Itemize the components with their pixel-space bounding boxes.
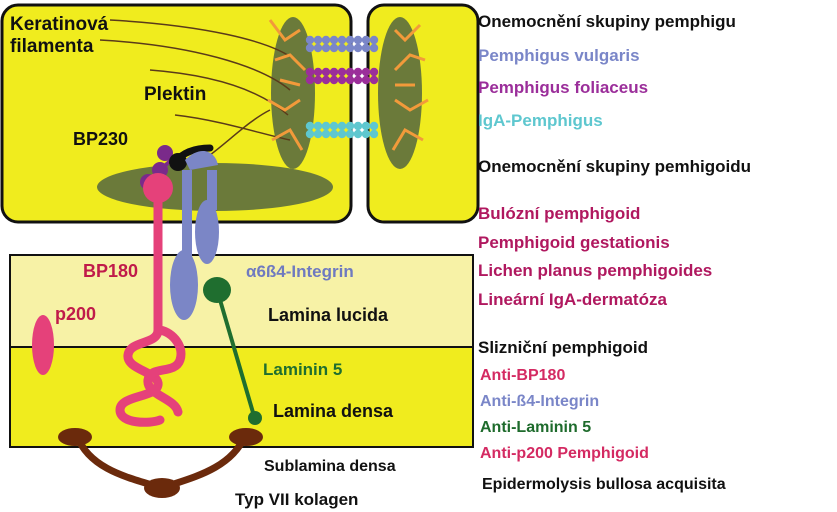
bp180-label: BP180 — [83, 261, 138, 281]
cadherin-dot — [338, 36, 346, 44]
cadherin-dot — [322, 76, 330, 84]
cadherin-dot — [354, 130, 362, 138]
cadherin-dot — [330, 44, 338, 52]
cadherin-dot — [330, 122, 338, 130]
legend-item-bulozni-pemphigoid: Bulózní pemphigoid — [478, 204, 640, 224]
cadherin-dot — [306, 76, 314, 84]
mucous-heading: Slizniční pemphigoid — [478, 338, 648, 358]
p200-label: p200 — [55, 304, 96, 324]
cadherin-dot — [354, 122, 362, 130]
cadherin-dot — [306, 68, 314, 76]
cadherin-dot — [362, 68, 370, 76]
legend-item-anti-p200: Anti-p200 Pemphigoid — [480, 445, 649, 463]
cadherin-dot — [362, 44, 370, 52]
cadherin-dot — [346, 44, 354, 52]
cadherin-dot — [370, 76, 378, 84]
cadherin-dot — [314, 68, 322, 76]
cadherin-dot — [322, 68, 330, 76]
legend-item-pemphigus-vulgaris: Pemphigus vulgaris — [478, 46, 640, 66]
keratin-label-line2: filamenta — [10, 36, 94, 57]
cadherin-dot — [330, 68, 338, 76]
legend-item-anti-bp180: Anti-BP180 — [480, 367, 565, 385]
pemphigus-heading: Onemocnění skupiny pemphigu — [478, 12, 736, 32]
cadherin-dot — [346, 68, 354, 76]
cadherin-dot — [338, 130, 346, 138]
cadherin-dot — [354, 68, 362, 76]
lamina-lucida-label: Lamina lucida — [268, 305, 389, 325]
legend-item-anti-b4-integrin: Anti-ß4-Integrin — [480, 393, 599, 411]
cadherin-dot — [322, 130, 330, 138]
plektin-label: Plektin — [144, 84, 206, 105]
cadherin-dot — [338, 44, 346, 52]
cadherin-dot — [314, 36, 322, 44]
cadherin-dot — [306, 44, 314, 52]
cadherin-dot — [306, 36, 314, 44]
cadherin-dot — [370, 122, 378, 130]
cadherin-dot — [370, 130, 378, 138]
laminin5-label: Laminin 5 — [263, 360, 342, 379]
sublamina-densa-label: Sublamina densa — [264, 458, 396, 475]
cadherin-dot — [362, 76, 370, 84]
cadherin-dot — [354, 36, 362, 44]
cadherin-dot — [314, 76, 322, 84]
cadherin-dot — [346, 36, 354, 44]
cadherin-dot — [338, 122, 346, 130]
cadherin-dot — [322, 44, 330, 52]
legend-item-pemphigoid-gestationis: Pemphigoid gestationis — [478, 233, 670, 253]
cadherin-dot — [314, 130, 322, 138]
cadherin-dot — [330, 36, 338, 44]
legend-item-pemphigus-foliaceus: Pemphigus foliaceus — [478, 78, 648, 98]
cadherin-dot — [362, 36, 370, 44]
keratin-label-line1: Keratinová — [10, 14, 109, 35]
cadherin-dot — [314, 122, 322, 130]
cadherin-dot — [346, 122, 354, 130]
plektin-head — [169, 153, 187, 171]
legend-item-lichen-planus: Lichen planus pemphigoides — [478, 261, 712, 281]
cadherin-dot — [338, 68, 346, 76]
lamina-lucida-zone — [10, 255, 473, 347]
cadherin-dot — [338, 76, 346, 84]
eba-label: Epidermolysis bullosa acquisita — [482, 476, 726, 494]
cadherin-dot — [306, 122, 314, 130]
desmosome-plaque-right — [378, 17, 422, 169]
legend-item-iga-pemphigus: IgA-Pemphigus — [478, 111, 603, 131]
p200-molecule — [32, 315, 54, 375]
cadherin-dot — [306, 130, 314, 138]
cadherin-dot — [370, 36, 378, 44]
cadherin-dot — [370, 68, 378, 76]
cadherin-dot — [330, 76, 338, 84]
integrin-label: α6ß4-Integrin — [246, 262, 354, 281]
cadherin-dot — [346, 76, 354, 84]
legend-item-anti-laminin5: Anti-Laminin 5 — [480, 419, 591, 437]
cadherin-dot — [370, 44, 378, 52]
legend-item-linearni-iga: Lineární IgA-dermatóza — [478, 290, 667, 310]
lamina-densa-label: Lamina densa — [273, 401, 394, 421]
bp230-label: BP230 — [73, 129, 128, 149]
pemphigoid-heading: Onemocnění skupiny pemhigoidu — [478, 157, 751, 177]
cadherin-dot — [362, 122, 370, 130]
kolagen-label: Typ VII kolagen — [235, 490, 358, 509]
cadherin-dot — [322, 122, 330, 130]
cadherin-dot — [322, 36, 330, 44]
cadherin-dot — [362, 130, 370, 138]
cadherin-dot — [330, 130, 338, 138]
cadherin-dot — [354, 76, 362, 84]
legend: Onemocnění skupiny pemphigu Pemphigus vu… — [478, 0, 837, 512]
cadherin-dot — [314, 44, 322, 52]
cadherin-dot — [354, 44, 362, 52]
cadherin-dot — [346, 130, 354, 138]
